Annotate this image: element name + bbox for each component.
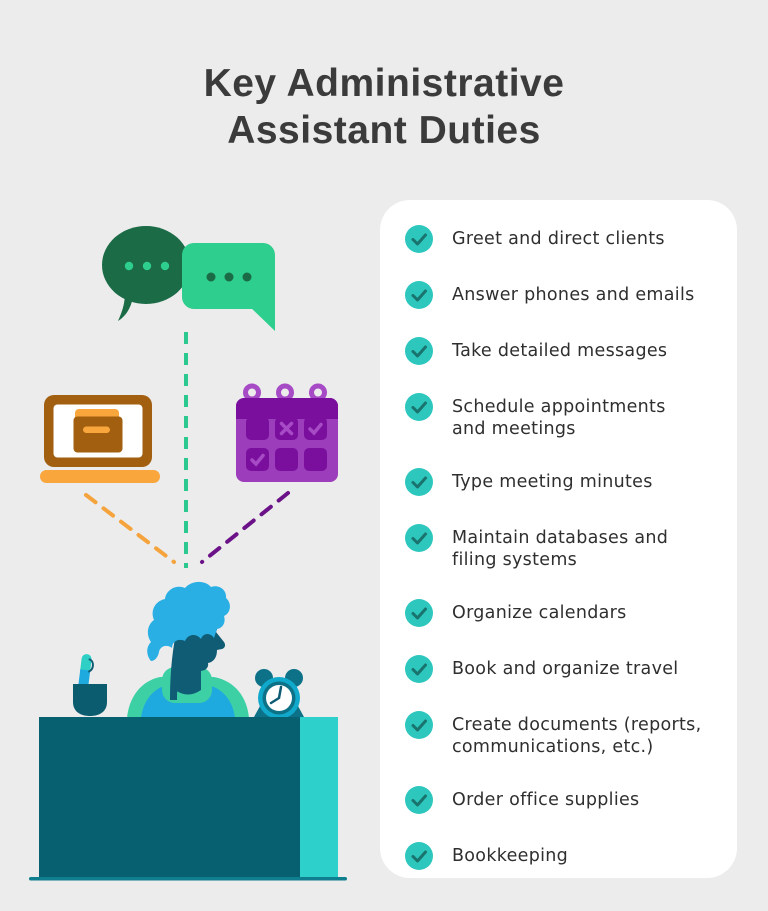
receptionist-figure — [127, 581, 249, 718]
connector-dashes — [84, 332, 290, 568]
check-circle-icon — [405, 337, 433, 365]
office-illustration — [29, 226, 347, 881]
check-circle-icon — [405, 393, 433, 421]
folder-body — [73, 416, 123, 453]
list-item-label: Order office supplies — [452, 790, 640, 810]
check-circle-icon — [405, 711, 433, 739]
alarm-clock-icon — [254, 669, 304, 719]
list-item: Create documents (reports, communication… — [405, 711, 717, 758]
check-circle-icon — [405, 655, 433, 683]
list-item-label: Bookkeeping — [452, 846, 569, 866]
calendar-icon — [236, 383, 338, 482]
list-item-label: Type meeting minutes — [452, 472, 653, 492]
pen-cup-icon — [73, 654, 107, 716]
calendar-check-mark — [308, 422, 323, 436]
list-item: Bookkeeping — [405, 842, 717, 870]
laptop-base — [40, 470, 160, 483]
list-item-label: Greet and direct clients — [452, 229, 665, 249]
list-item-label: Organize calendars — [452, 603, 627, 623]
check-circle-icon — [405, 225, 433, 253]
list-item: Take detailed messages — [405, 337, 717, 365]
list-item: Maintain databases and filing systems — [405, 524, 717, 571]
page-title-line1: Key Administrative — [203, 62, 565, 105]
calendar-x-mark — [279, 421, 294, 436]
list-item: Organize calendars — [405, 599, 717, 627]
check-circle-icon — [405, 599, 433, 627]
desk — [29, 717, 347, 881]
hair — [147, 581, 230, 661]
check-circle-icon — [405, 281, 433, 309]
list-item: Schedule appointments and meetings — [405, 393, 717, 440]
page-title: Key Administrative Assistant Duties — [0, 60, 768, 154]
list-item-label: Create documents (reports, communication… — [452, 715, 702, 757]
duties-card: Greet and direct clients Answer phones a… — [380, 200, 737, 878]
desk-baseline — [29, 877, 347, 881]
list-item-label: Schedule appointments and meetings — [452, 397, 666, 439]
calendar-check-mark — [250, 453, 265, 467]
check-circle-icon — [405, 524, 433, 552]
list-item: Order office supplies — [405, 786, 717, 814]
list-item: Type meeting minutes — [405, 468, 717, 496]
list-item-label: Take detailed messages — [452, 341, 668, 361]
list-item: Answer phones and emails — [405, 281, 717, 309]
laptop-folder-icon — [40, 395, 160, 483]
speech-bubbles-icon — [102, 226, 275, 331]
check-circle-icon — [405, 786, 433, 814]
list-item-label: Book and organize travel — [452, 659, 679, 679]
desk-accent-strip — [300, 717, 338, 877]
list-item-label: Answer phones and emails — [452, 285, 695, 305]
list-item-label: Maintain databases and filing systems — [452, 528, 669, 570]
clock-hands — [269, 685, 283, 705]
page-title-line2: Assistant Duties — [227, 109, 541, 152]
duties-list: Greet and direct clients Answer phones a… — [405, 225, 717, 870]
check-circle-icon — [405, 842, 433, 870]
list-item: Greet and direct clients — [405, 225, 717, 253]
check-circle-icon — [405, 468, 433, 496]
list-item: Book and organize travel — [405, 655, 717, 683]
